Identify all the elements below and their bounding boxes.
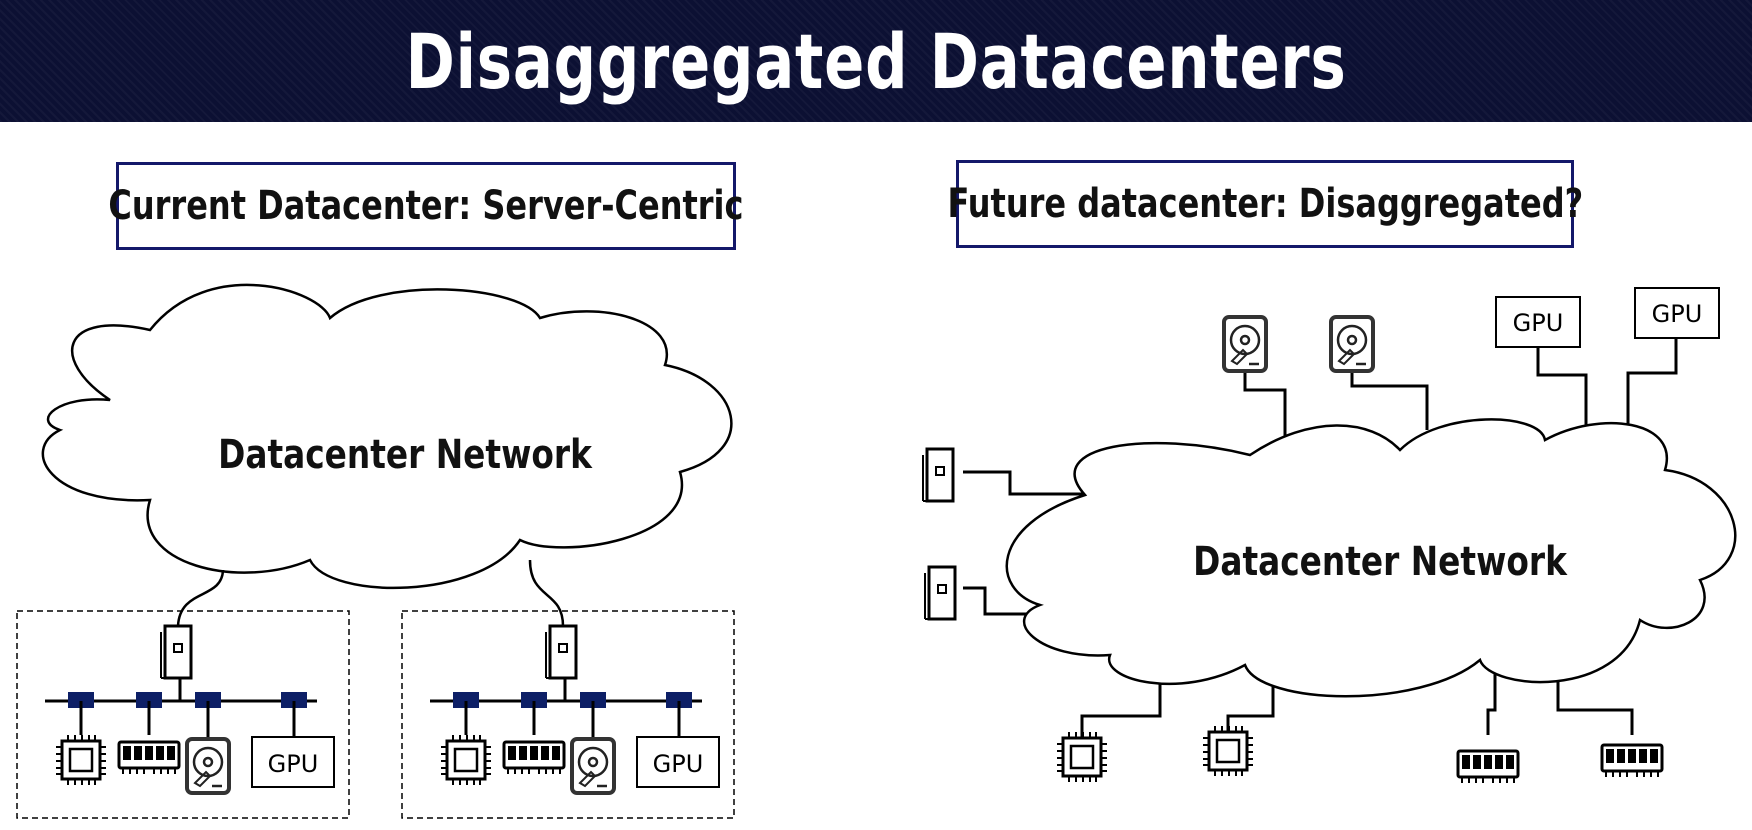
right-gpu-label-2: GPU — [1652, 300, 1703, 328]
left-network-label: Datacenter Network — [218, 431, 593, 478]
page-title: Disaggregated Datacenters — [405, 16, 1347, 106]
left-server2-gpu-label: GPU — [653, 750, 704, 778]
left-server2-gpu-box — [636, 736, 720, 788]
left-server1-gpu-box — [251, 736, 335, 788]
right-network-label: Datacenter Network — [1193, 538, 1568, 585]
right-gpu-label-1: GPU — [1513, 309, 1564, 337]
server-box-2 — [401, 610, 735, 819]
server-box-1 — [16, 610, 350, 819]
current-datacenter-label-box: Current Datacenter: Server-Centric — [108, 162, 744, 250]
left-server1-memory-icon — [117, 740, 181, 776]
left-server1-gpu-label: GPU — [268, 750, 319, 778]
left-server1-nic-icon — [159, 624, 193, 680]
right-nic-icon-1 — [921, 447, 955, 503]
right-network-cloud — [1005, 418, 1737, 698]
left-server1-disk-icon — [185, 737, 231, 795]
title-bar: Disaggregated Datacenters — [0, 0, 1752, 122]
right-memory-icon-2 — [1600, 743, 1664, 779]
left-server2-uplink — [528, 559, 565, 627]
future-datacenter-label-box: Future datacenter: Disaggregated? — [947, 160, 1583, 248]
left-server1-uplink — [176, 569, 225, 627]
right-cpu-icon-1 — [1055, 730, 1109, 784]
right-gpu-box-2 — [1634, 287, 1720, 339]
left-server2-memory-icon — [502, 740, 566, 776]
left-server1-cpu-icon — [54, 733, 108, 787]
left-server2-nic-icon — [544, 624, 578, 680]
right-disk-icon-1 — [1222, 315, 1268, 373]
right-cpu-icon-2 — [1201, 724, 1255, 778]
right-gpu-box-1 — [1495, 296, 1581, 348]
left-network-cloud — [41, 283, 733, 590]
left-server2-disk-icon — [570, 737, 616, 795]
current-datacenter-label: Current Datacenter: Server-Centric — [108, 183, 744, 229]
right-memory-icon-1 — [1456, 749, 1520, 785]
right-disk-icon-2 — [1329, 315, 1375, 373]
left-server2-cpu-icon — [439, 733, 493, 787]
future-datacenter-label: Future datacenter: Disaggregated? — [947, 181, 1583, 227]
right-nic-icon-2 — [923, 565, 957, 621]
